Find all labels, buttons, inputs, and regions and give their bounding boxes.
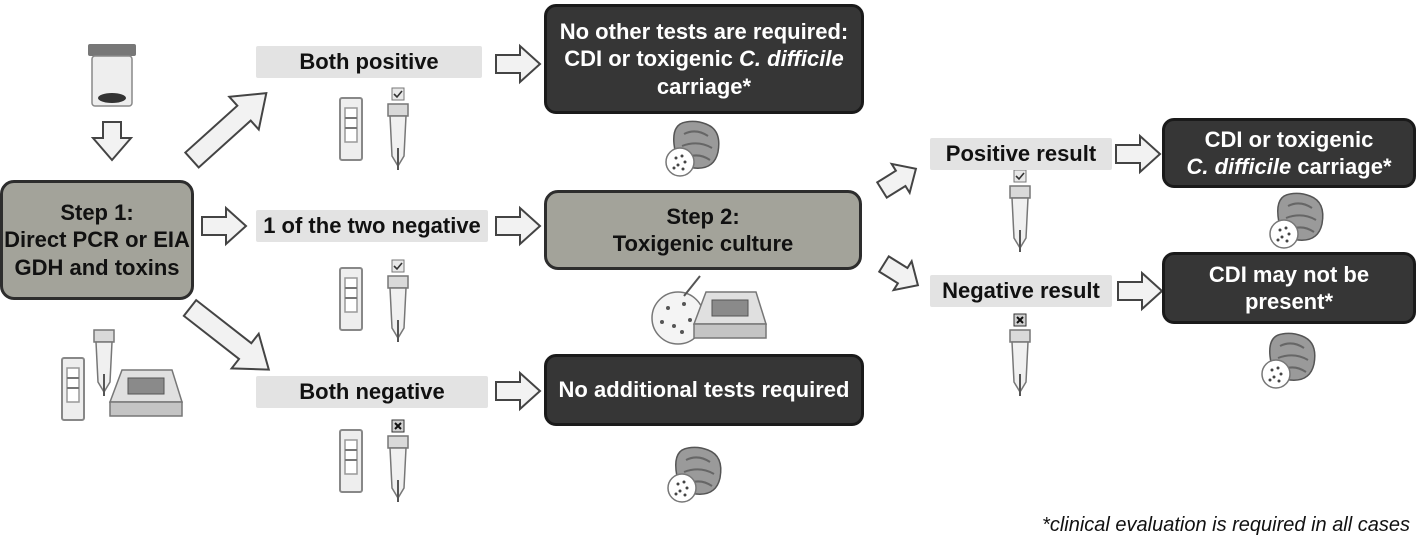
no-other-tests-line-2: CDI or toxigenic C. difficile <box>564 45 844 73</box>
intestine-icon <box>1269 192 1324 249</box>
intestine-icon <box>667 446 722 503</box>
sample-tube-icon <box>387 275 409 343</box>
label-positive-result-text: Positive result <box>945 141 1097 167</box>
cross-mark-icon <box>391 419 405 433</box>
no-other-tests-species: C. difficile <box>739 46 844 72</box>
no-other-tests-line-2-plain: CDI or toxigenic <box>564 46 740 72</box>
outcome-no-additional-tests: No additional tests required <box>544 354 864 426</box>
intestine-icon <box>1261 332 1316 389</box>
cross-mark-icon <box>1013 313 1027 327</box>
stool-sample-jar-icon <box>88 44 136 107</box>
sample-tube-icon <box>1009 329 1031 397</box>
cdi-carriage-line-2-plain: carriage* <box>1291 154 1392 179</box>
no-other-tests-line-1: No other tests are required: <box>559 18 849 44</box>
no-other-tests-line-3: carriage* <box>656 73 752 99</box>
check-mark-icon <box>391 87 405 101</box>
cdi-not-present-line-2: present* <box>1244 289 1334 314</box>
no-additional-text: No additional tests required <box>558 377 850 403</box>
test-strip-icon <box>339 267 363 331</box>
label-positive-result: Positive result <box>930 138 1112 170</box>
outcome-no-other-tests: No other tests are required: CDI or toxi… <box>544 4 864 114</box>
step2-box: Step 2: Toxigenic culture <box>544 190 862 270</box>
sample-tube-icon <box>387 435 409 503</box>
step1-box: Step 1: Direct PCR or EIA GDH and toxins <box>0 180 194 300</box>
test-strip-icon <box>339 429 363 493</box>
test-strip-icon <box>61 357 85 421</box>
check-mark-icon <box>1013 169 1027 183</box>
label-negative-result-text: Negative result <box>942 278 1100 304</box>
sample-tube-icon <box>93 329 115 397</box>
label-both-negative-text: Both negative <box>299 379 445 405</box>
step1-line-1: Step 1: <box>60 199 134 225</box>
cdi-carriage-line-2: C. difficile carriage* <box>1186 153 1391 181</box>
test-strip-icon <box>339 97 363 161</box>
cdi-carriage-line-1: CDI or toxigenic <box>1204 126 1374 152</box>
step2-line-2: Toxigenic culture <box>612 231 794 256</box>
check-mark-icon <box>391 259 405 273</box>
cdi-carriage-species: C. difficile <box>1186 154 1292 179</box>
cdi-not-present-line-1: CDI may not be <box>1208 261 1370 287</box>
sample-tube-icon <box>387 103 409 171</box>
label-one-negative: 1 of the two negative <box>256 210 488 242</box>
outcome-cdi-not-present: CDI may not be present* <box>1162 252 1416 324</box>
step1-line-3: GDH and toxins <box>14 254 180 280</box>
intestine-icon <box>665 120 720 177</box>
outcome-cdi-carriage: CDI or toxigenic C. difficile carriage* <box>1162 118 1416 188</box>
analyzer-device-icon <box>693 291 767 339</box>
sample-tube-icon <box>1009 185 1031 253</box>
down-arrow-icon <box>90 121 134 162</box>
label-both-positive-text: Both positive <box>299 49 439 75</box>
label-one-negative-text: 1 of the two negative <box>263 213 481 239</box>
label-both-positive: Both positive <box>256 46 482 78</box>
footnote: *clinical evaluation is required in all … <box>1042 514 1410 536</box>
step1-line-2: Direct PCR or EIA <box>4 227 190 253</box>
label-both-negative: Both negative <box>256 376 488 408</box>
label-negative-result: Negative result <box>930 275 1112 307</box>
analyzer-device-icon <box>109 369 183 417</box>
step2-line-1: Step 2: <box>666 203 740 229</box>
